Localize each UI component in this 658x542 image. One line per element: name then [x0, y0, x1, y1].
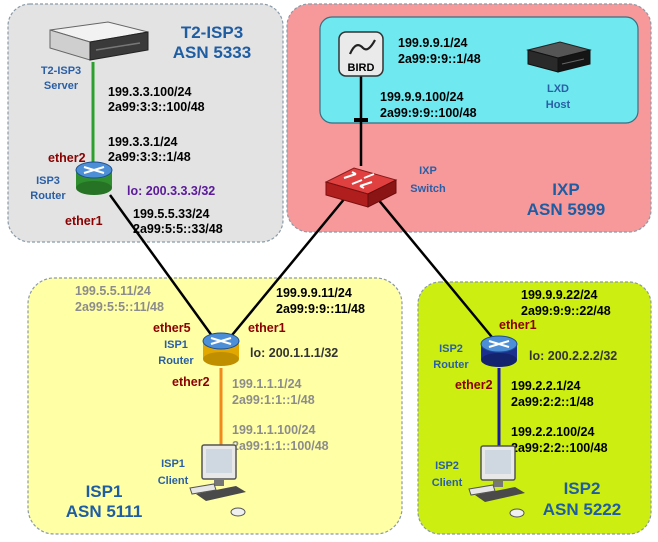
t2isp3-asn: ASN 5333 — [173, 43, 251, 62]
ixp-title: IXP — [552, 180, 579, 199]
isp1-ether5-label: ether5 — [153, 321, 191, 335]
isp2-client-label-1: ISP2 — [435, 460, 459, 472]
isp1-client-ipv4: 199.1.1.100/24 — [232, 423, 315, 437]
server-ipv6: 2a99:3:3::100/48 — [108, 100, 205, 114]
server-label-1: T2-ISP3 — [41, 65, 81, 77]
isp1-client-label-2: Client — [158, 475, 189, 487]
isp3-ether2-label: ether2 — [48, 151, 86, 165]
isp2-client-label-2: Client — [432, 477, 463, 489]
isp2-title: ISP2 — [564, 479, 601, 498]
isp1-ether1-ipv6: 2a99:9:9::11/48 — [276, 302, 365, 316]
isp2-router-icon — [480, 335, 518, 367]
region-isp2 — [417, 281, 652, 535]
lxd-host-icon — [526, 41, 592, 73]
bird-ipv4: 199.9.9.1/24 — [398, 36, 468, 50]
isp1-client-label-1: ISP1 — [161, 458, 185, 470]
ixp-switch-label-2: Switch — [410, 183, 446, 195]
isp1-router-label-2: Router — [158, 355, 194, 367]
isp3-router-icon — [75, 161, 113, 195]
isp2-client-icon — [468, 445, 525, 518]
isp1-ether5-ipv4: 199.5.5.11/24 — [75, 284, 151, 298]
isp2-ether2-ipv6: 2a99:2:2::1/48 — [511, 395, 594, 409]
isp1-ether1-label: ether1 — [248, 321, 286, 335]
isp1-title: ISP1 — [86, 482, 123, 501]
ixp-switch-icon — [324, 167, 398, 208]
isp2-ether2-ipv4: 199.2.2.1/24 — [511, 379, 581, 393]
server-label-2: Server — [44, 80, 79, 92]
isp1-ether2-ipv6: 2a99:1:1::1/48 — [232, 393, 315, 407]
bird-icon — [338, 31, 384, 77]
isp3-ether1-ipv4: 199.5.5.33/24 — [133, 207, 210, 221]
bird-label: BIRD — [348, 62, 375, 74]
isp2-client-ipv6: 2a99:2:2::100/48 — [511, 441, 608, 455]
ixp-asn: ASN 5999 — [527, 200, 605, 219]
server-ipv4: 199.3.3.100/24 — [108, 85, 191, 99]
isp1-client-ipv6: 2a99:1:1::100/48 — [232, 439, 329, 453]
isp1-ether5-ipv6: 2a99:5:5::11/48 — [75, 300, 164, 314]
lxd-label-2: Host — [546, 99, 571, 111]
region-isp1 — [27, 277, 403, 535]
isp1-client-icon — [189, 444, 246, 517]
isp1-router-icon — [202, 332, 240, 366]
isp2-ether1-ipv4: 199.9.9.22/24 — [521, 288, 598, 302]
isp2-ether1-ipv6: 2a99:9:9::22/48 — [521, 304, 611, 318]
lxd-ipv4: 199.9.9.100/24 — [380, 90, 463, 104]
isp3-ether2-ipv4: 199.3.3.1/24 — [108, 135, 178, 149]
isp1-router-label-1: ISP1 — [164, 339, 188, 351]
isp3-router-label-2: Router — [30, 190, 66, 202]
lxd-label-1: LXD — [547, 83, 569, 95]
isp2-asn: ASN 5222 — [543, 500, 621, 519]
isp3-ether1-ipv6: 2a99:5:5::33/48 — [133, 222, 223, 236]
isp3-ether2-ipv6: 2a99:3:3::1/48 — [108, 150, 191, 164]
isp2-router-label-1: ISP2 — [439, 343, 463, 355]
isp1-ether2-label: ether2 — [172, 375, 210, 389]
t2isp3-title: T2-ISP3 — [181, 23, 243, 42]
server-icon — [49, 21, 149, 61]
lxd-ipv6: 2a99:9:9::100/48 — [380, 106, 477, 120]
isp3-loopback: lo: 200.3.3.3/32 — [127, 184, 215, 198]
link-switch-isp1 — [227, 191, 351, 341]
isp2-ether1-label: ether1 — [499, 318, 537, 332]
isp2-ether2-label: ether2 — [455, 378, 493, 392]
isp2-loopback: lo: 200.2.2.2/32 — [529, 349, 617, 363]
ixp-switch-label-1: IXP — [419, 165, 437, 177]
isp2-router-label-2: Router — [433, 359, 469, 371]
link-switch-isp2 — [371, 191, 497, 343]
isp1-ether1-ipv4: 199.9.9.11/24 — [276, 286, 352, 300]
isp1-loopback: lo: 200.1.1.1/32 — [250, 346, 338, 360]
link-isp3-isp1 — [108, 194, 217, 341]
isp2-client-ipv4: 199.2.2.100/24 — [511, 425, 594, 439]
isp3-ether1-label: ether1 — [65, 214, 103, 228]
isp1-ether2-ipv4: 199.1.1.1/24 — [232, 377, 302, 391]
bird-ipv6: 2a99:9:9::1/48 — [398, 52, 481, 66]
isp3-router-label-1: ISP3 — [36, 175, 60, 187]
isp1-asn: ASN 5111 — [66, 502, 143, 521]
bird-port — [354, 118, 368, 122]
